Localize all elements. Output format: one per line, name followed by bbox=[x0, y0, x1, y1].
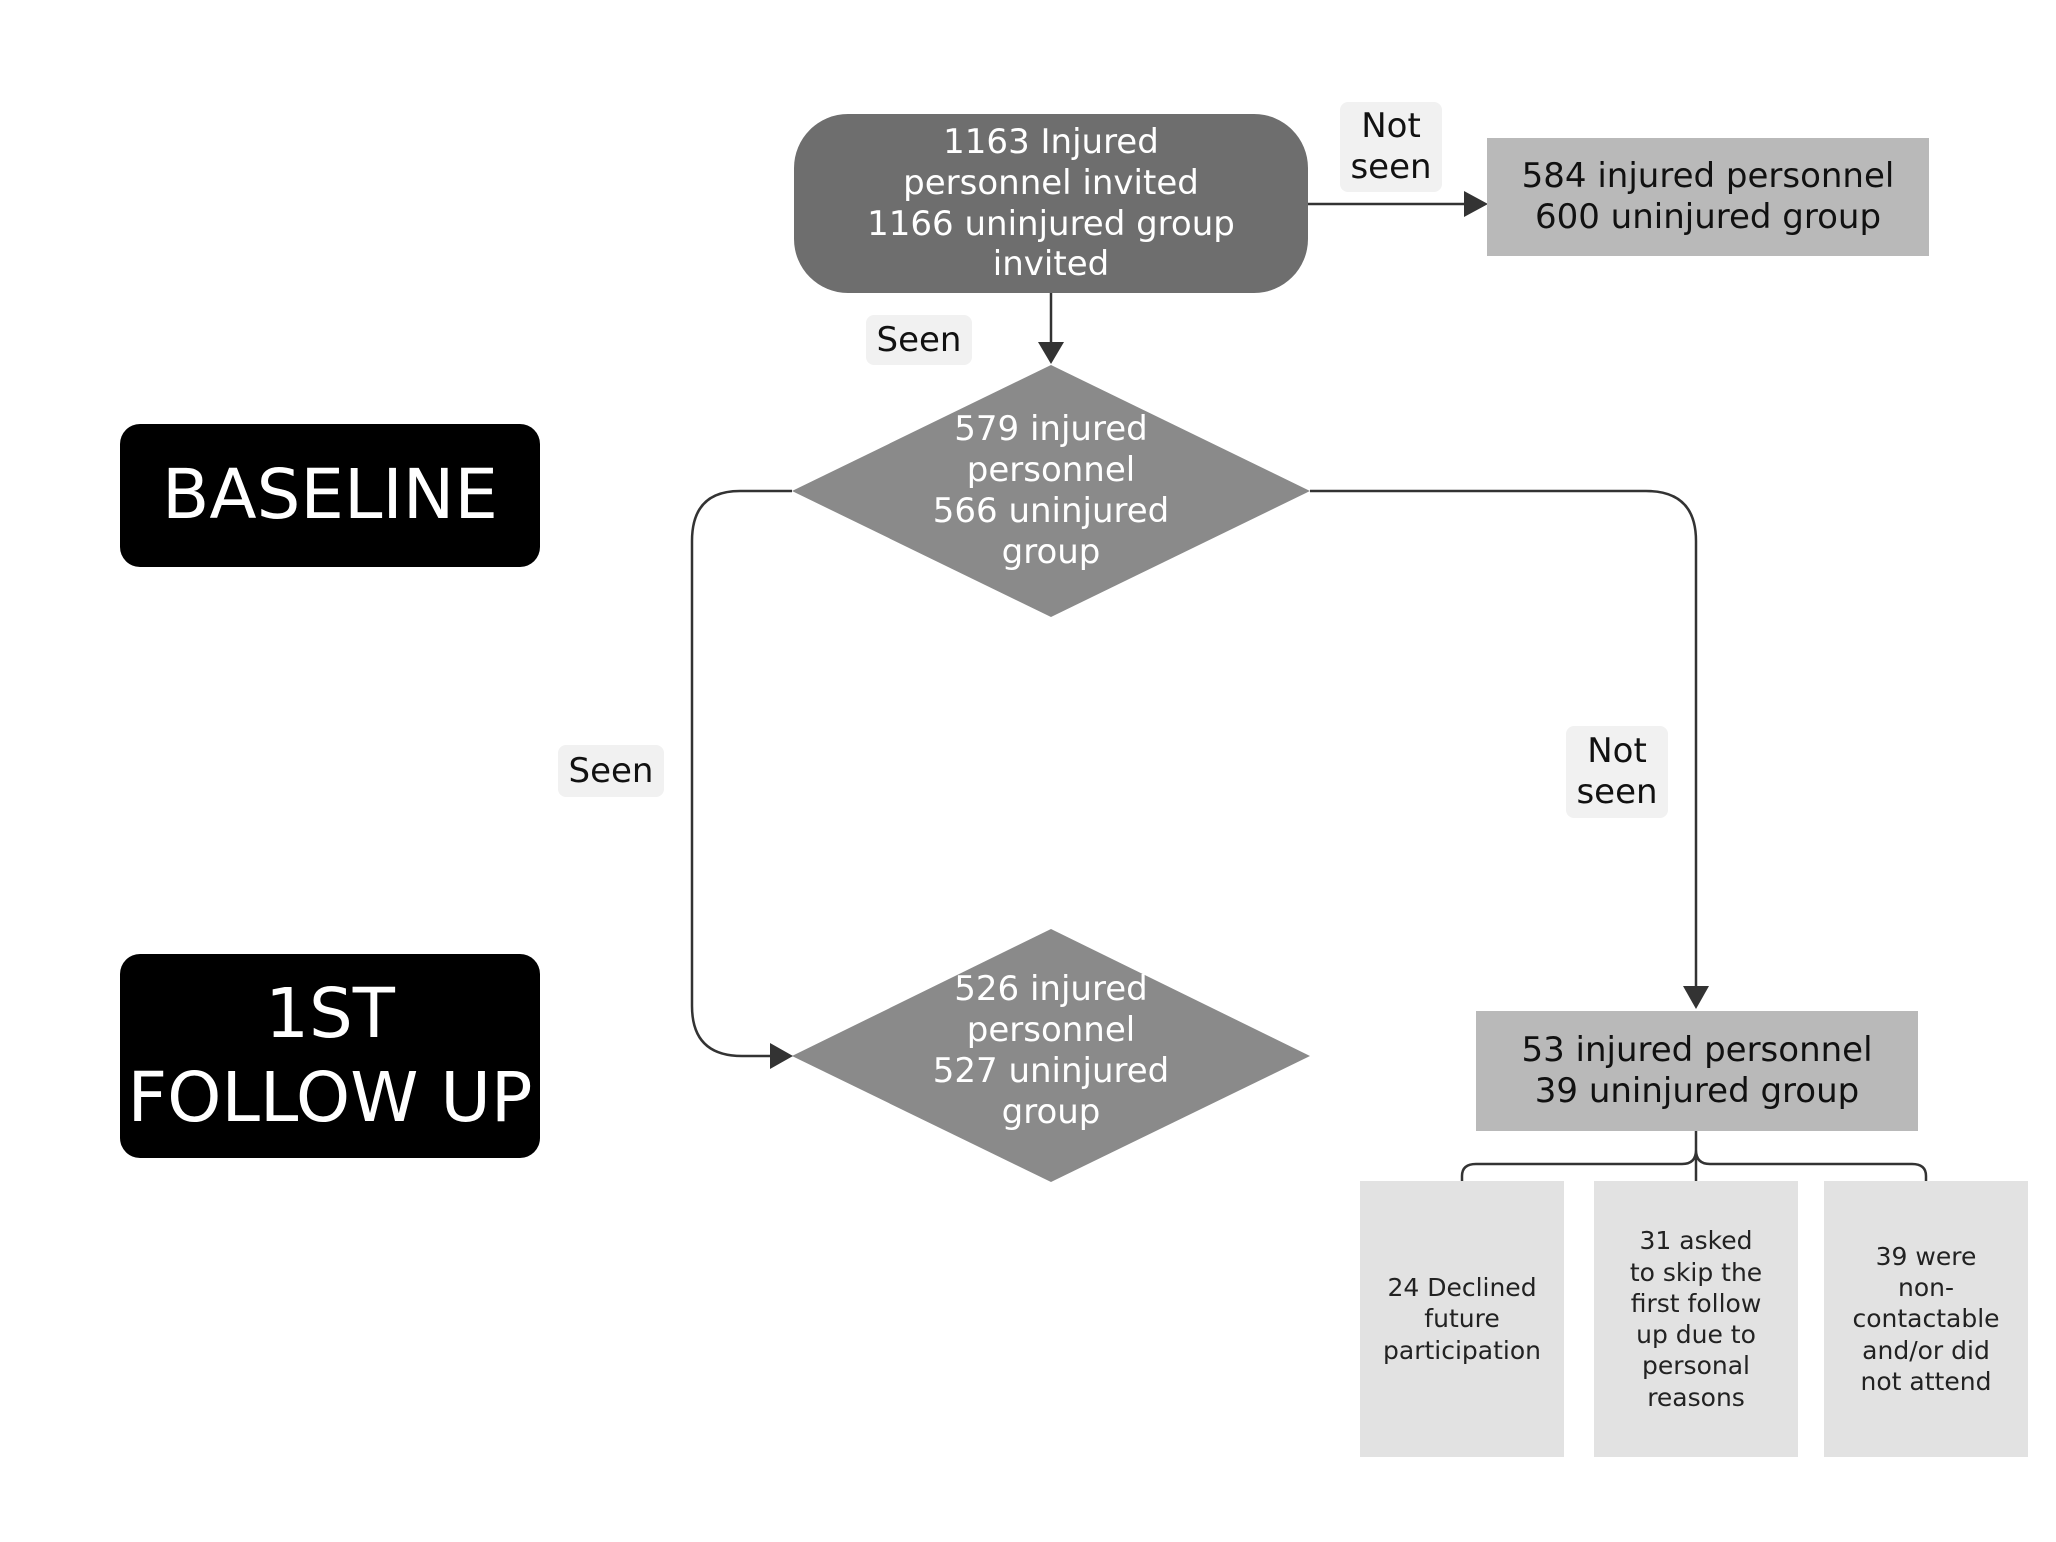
skipped-line-4: up due to bbox=[1636, 1320, 1756, 1349]
followup-seen-line-3: 527 uninjured bbox=[932, 1051, 1170, 1091]
followup-seen-line-4: group bbox=[1001, 1091, 1101, 1132]
followup-seen-line-2: personnel bbox=[966, 1010, 1136, 1051]
followup-not-seen-node: 53 injured personnel 39 uninjured group bbox=[1476, 1011, 1918, 1131]
baseline-seen-line-2: personnel bbox=[966, 450, 1136, 491]
arrowhead-right-top bbox=[1464, 191, 1488, 217]
baseline-text: BASELINE bbox=[162, 455, 498, 536]
declined-node: 24 Declined future participation bbox=[1360, 1181, 1564, 1457]
edge-label-seen-top: Seen bbox=[866, 315, 972, 365]
seen-left-text: Seen bbox=[568, 750, 654, 791]
arrowhead-down-top bbox=[1038, 342, 1064, 364]
skipped-line-2: to skip the bbox=[1629, 1257, 1763, 1287]
arrowhead-right-followup bbox=[770, 1043, 793, 1069]
not-seen-baseline-line-1: 584 injured personnel bbox=[1521, 156, 1895, 197]
followup-not-seen-line-2: 39 uninjured group bbox=[1534, 1071, 1860, 1111]
skipped-line-5: personal bbox=[1642, 1351, 1750, 1381]
declined-line-2: future bbox=[1424, 1304, 1500, 1334]
arrowhead-down-right bbox=[1683, 986, 1709, 1009]
followup-seen-line-1: 526 injured bbox=[954, 969, 1148, 1010]
edge-label-seen-left: Seen bbox=[558, 745, 664, 797]
invited-line-4: invited bbox=[992, 244, 1110, 285]
non-contactable-line-4: and/or did bbox=[1862, 1335, 1990, 1365]
invited-line-1: 1163 Injured bbox=[943, 121, 1159, 162]
not-seen-top-line-1: Not bbox=[1361, 106, 1421, 147]
non-contactable-line-1: 39 were bbox=[1875, 1241, 1977, 1271]
seen-top-text: Seen bbox=[876, 319, 962, 360]
invited-node: 1163 Injured personnel invited 1166 unin… bbox=[794, 114, 1308, 293]
invited-line-2: personnel invited bbox=[903, 162, 1199, 203]
skipped-node: 31 asked to skip the first follow up due… bbox=[1594, 1181, 1798, 1457]
edge-baseline-to-followup bbox=[690, 489, 792, 1058]
not-seen-right-line-2: seen bbox=[1576, 772, 1658, 812]
not-seen-top-line-2: seen bbox=[1350, 147, 1432, 187]
edge-baseline-to-not-seen bbox=[1310, 489, 1698, 988]
followup-not-seen-line-1: 53 injured personnel bbox=[1521, 1030, 1873, 1071]
skipped-line-1: 31 asked bbox=[1639, 1226, 1753, 1256]
not-seen-baseline-line-2: 600 uninjured group bbox=[1534, 197, 1882, 237]
baseline-seen-line-3: 566 uninjured bbox=[932, 491, 1170, 531]
invited-line-3: 1166 uninjured group bbox=[867, 203, 1235, 244]
non-contactable-line-3: contactable bbox=[1852, 1304, 2000, 1334]
non-contactable-line-5: not attend bbox=[1860, 1366, 1992, 1396]
baseline-seen-diamond bbox=[792, 365, 1310, 617]
baseline-phase-label: BASELINE bbox=[120, 424, 540, 567]
edge-label-not-seen-top: Not seen bbox=[1340, 102, 1442, 192]
followup-seen-diamond bbox=[792, 929, 1310, 1182]
baseline-seen-line-4: group bbox=[1001, 531, 1101, 572]
non-contactable-line-2: non- bbox=[1897, 1273, 1954, 1303]
declined-line-1: 24 Declined bbox=[1387, 1273, 1537, 1303]
skipped-line-3: first follow bbox=[1630, 1288, 1762, 1318]
follow-up-line-1: 1ST bbox=[265, 973, 395, 1054]
follow-up-phase-label: 1ST FOLLOW UP bbox=[120, 954, 540, 1158]
skipped-line-6: reasons bbox=[1647, 1382, 1745, 1412]
follow-up-line-2: FOLLOW UP bbox=[127, 1058, 533, 1138]
not-seen-right-line-1: Not bbox=[1587, 731, 1647, 772]
edge-label-not-seen-right: Not seen bbox=[1566, 726, 1668, 818]
not-seen-baseline-node: 584 injured personnel 600 uninjured grou… bbox=[1487, 138, 1929, 256]
baseline-seen-line-1: 579 injured bbox=[954, 409, 1148, 450]
declined-line-3: participation bbox=[1383, 1335, 1541, 1365]
non-contactable-node: 39 were non- contactable and/or did not … bbox=[1824, 1181, 2028, 1457]
followup-seen-node: 526 injured personnel 527 uninjured grou… bbox=[892, 965, 1210, 1137]
bracket-connector bbox=[1460, 1131, 1928, 1182]
baseline-seen-node: 579 injured personnel 566 uninjured grou… bbox=[892, 405, 1210, 577]
